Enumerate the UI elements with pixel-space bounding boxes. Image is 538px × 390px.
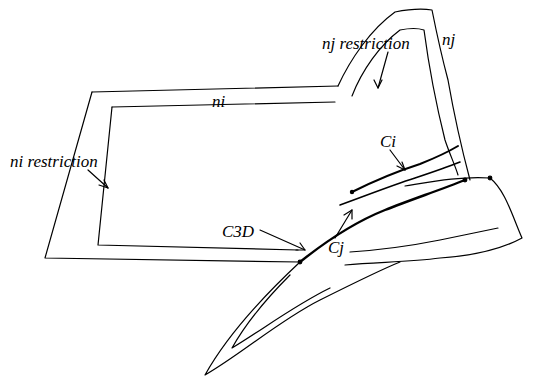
curve-label: Cj	[326, 238, 346, 257]
curve-label: Ci	[378, 132, 398, 151]
surface-label: nj	[440, 30, 457, 49]
curve-label: C3D	[220, 222, 256, 241]
surface-label: ni	[210, 92, 227, 111]
restriction-label: ni restriction	[8, 152, 100, 171]
restriction-label: nj restriction	[320, 34, 412, 53]
